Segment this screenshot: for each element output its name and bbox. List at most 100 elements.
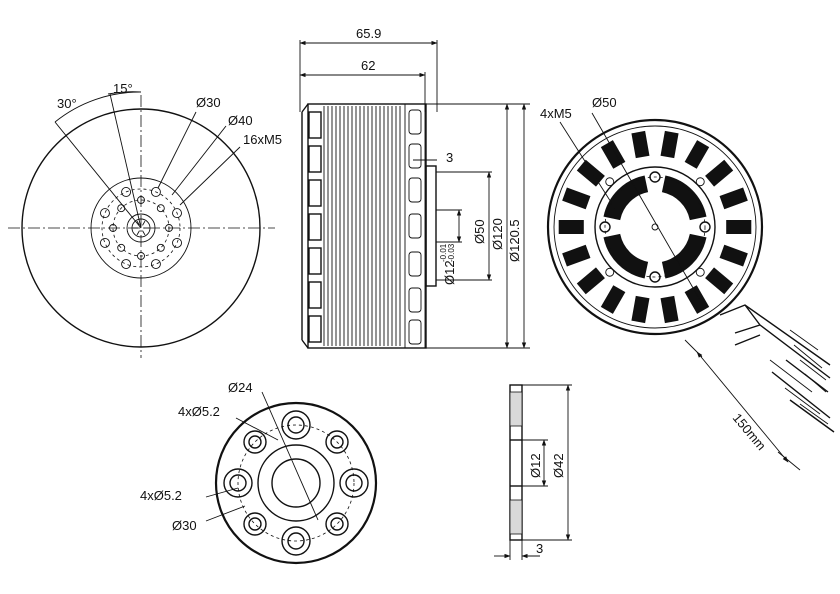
rear-small-hole — [605, 177, 615, 187]
side-cooling-fins — [323, 106, 401, 346]
adapter-pcd-circle — [237, 424, 355, 542]
adapter-side-hatch-top — [509, 391, 523, 427]
front-bolt-hole-outer — [100, 237, 110, 248]
front-view: 30° 15° Ø30 Ø40 16xM5 — [8, 81, 282, 358]
side-dia-120-label: Ø120 — [490, 218, 505, 250]
dia-30-label: Ø30 — [196, 95, 221, 110]
rear-mount-holes — [599, 171, 711, 283]
side-left-slots — [308, 111, 322, 343]
adapter-thickness-label: 3 — [536, 541, 543, 556]
rear-stator-slot — [684, 285, 710, 314]
rear-stator-slot — [576, 159, 605, 187]
side-slot — [308, 145, 322, 173]
len-body-label: 62 — [361, 58, 375, 73]
rear-small-hole — [695, 267, 705, 277]
side-slot — [308, 111, 322, 139]
front-shaft-spline — [136, 220, 140, 226]
front-shaft-spline — [136, 230, 140, 236]
adapter-hole — [248, 435, 262, 449]
adapter-hole — [330, 517, 344, 531]
adapter-dia24-leader — [261, 391, 319, 521]
front-shaft-circle — [126, 213, 156, 243]
dia-30-leader — [157, 111, 197, 189]
front-pcd-outer — [101, 188, 181, 268]
rear-stator-slot — [726, 220, 752, 234]
rear-view: 4xM5 Ø50 150mm — [540, 95, 835, 471]
side-slot — [308, 247, 322, 275]
side-rear-slots — [408, 109, 422, 345]
side-front-chamfer — [301, 103, 309, 349]
adapter-holes-left-label: 4xØ5.2 — [140, 488, 182, 503]
adapter-hole — [330, 435, 344, 449]
side-dia-50-label: Ø50 — [472, 219, 487, 244]
adapter-holes-top-label: 4xØ5.2 — [178, 404, 220, 419]
rear-stator-slot — [600, 285, 626, 314]
adapter-hole — [345, 474, 363, 492]
angle-15-label: 15° — [113, 81, 133, 96]
front-bolt-hole-outer — [172, 208, 182, 219]
dia-40-label: Ø40 — [228, 113, 253, 128]
front-bolt-hole-inner — [109, 224, 117, 232]
adapter-hole-counterbore — [339, 468, 369, 498]
side-rear-slot — [408, 319, 422, 345]
adapter-side-body — [509, 384, 523, 541]
shaft-step-label: 3 — [446, 150, 453, 165]
rear-outer-circle — [546, 118, 764, 336]
rear-stator-slot — [631, 295, 650, 324]
angle-30-arc — [54, 91, 142, 123]
adapter-hole-counterbore — [243, 430, 267, 454]
side-rear-slot — [408, 287, 422, 313]
front-bolt-hole-inner — [137, 252, 145, 260]
adapter-dia-30-label: Ø30 — [172, 518, 197, 533]
front-bolt-holes — [100, 187, 182, 269]
adapter-holes-top-leader — [235, 417, 279, 441]
cable-ext-start — [684, 339, 703, 358]
adapter-inner-ring — [257, 444, 335, 522]
side-rear-ring — [404, 103, 426, 349]
rear-stator-slot — [631, 130, 650, 159]
adapter-hole — [248, 517, 262, 531]
adapter-mount-holes — [223, 410, 369, 556]
rear-small-hole — [695, 177, 705, 187]
side-slot — [308, 213, 322, 241]
shaft-tol-lower: -0.03 — [447, 243, 456, 262]
front-shaft-spline — [142, 220, 146, 226]
adapter-hole — [287, 416, 305, 434]
front-shaft-spline — [142, 230, 146, 236]
rear-hub-ring — [594, 166, 716, 288]
adapter-dia-24-label: Ø24 — [228, 380, 253, 395]
angle-30-label: 30° — [57, 96, 77, 111]
front-shaft-inner — [131, 218, 151, 238]
rear-holes-leader — [559, 121, 617, 211]
cable-length-line — [696, 351, 789, 463]
cable-sleeve — [719, 304, 831, 379]
rear-stator-slot — [705, 159, 734, 187]
rear-pcd-circle — [604, 176, 706, 278]
side-slot — [308, 281, 322, 309]
side-rear-slot — [408, 213, 422, 239]
angle-30-leader — [54, 121, 142, 229]
front-bolt-hole-inner — [137, 196, 145, 204]
adapter-dia-42-label: Ø42 — [551, 453, 566, 478]
front-bolt-hole-outer — [100, 208, 110, 219]
rear-inner-ring — [553, 125, 757, 329]
adapter-side-view: Ø12 Ø42 3 — [494, 384, 572, 560]
rear-stator-slots — [558, 130, 752, 324]
side-body-outline — [307, 103, 427, 349]
side-shaft-boss — [425, 165, 437, 287]
side-slot — [308, 315, 322, 343]
shaft-tol-upper: -0.01 — [439, 243, 448, 262]
rear-stator-slot — [558, 220, 584, 234]
side-rear-slot — [408, 177, 422, 203]
adapter-hole-counterbore — [243, 512, 267, 536]
rear-stator-slot — [719, 244, 748, 267]
adapter-hole-counterbore — [281, 410, 311, 440]
rear-stator-slot — [719, 187, 748, 210]
front-bolt-hole-outer — [121, 187, 132, 197]
front-bolt-hole-outer — [121, 259, 132, 269]
rear-vent-openings — [603, 175, 707, 279]
side-slot — [308, 179, 322, 207]
rear-holes-label: 4xM5 — [540, 106, 572, 121]
adapter-center-bore — [271, 458, 321, 508]
